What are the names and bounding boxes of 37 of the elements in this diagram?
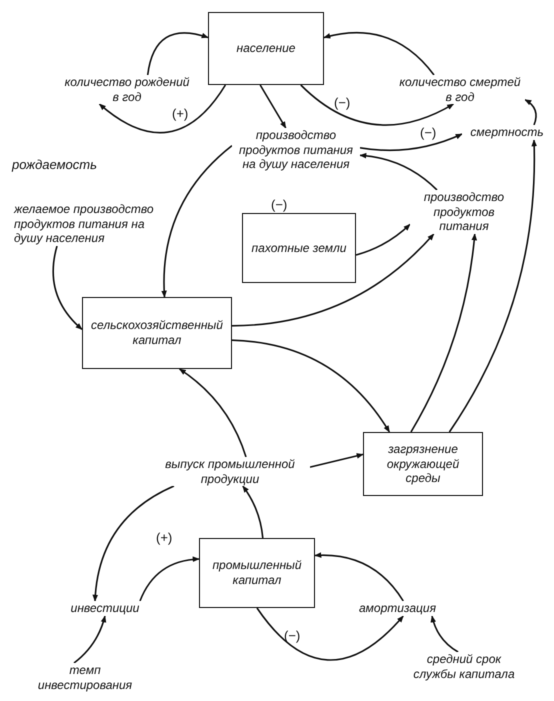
arrow: [178, 368, 247, 458]
arrow: [323, 32, 435, 76]
polarity-sign: (−): [271, 197, 288, 212]
arrow: [410, 233, 477, 432]
arrow: [524, 98, 537, 126]
variable-label: рождаемость: [12, 157, 97, 172]
arrow: [162, 144, 233, 298]
arrow: [256, 608, 404, 661]
arrow: [242, 485, 264, 538]
arrow: [300, 84, 454, 126]
arrow: [52, 246, 83, 330]
arrow: [74, 615, 106, 664]
arrow: [448, 139, 537, 432]
process-box: сельскохозяйственный капитал: [82, 297, 232, 369]
arrow: [146, 32, 209, 76]
polarity-sign: (−): [334, 95, 350, 110]
arrow: [92, 485, 174, 602]
variable-label: производство продуктов питания на душу населения: [232, 128, 360, 172]
process-box: загрязнение окружающей среды: [363, 432, 483, 496]
polarity-sign: (+): [156, 530, 172, 545]
polarity-sign: (−): [420, 125, 436, 140]
arrow: [356, 224, 411, 256]
arrow: [232, 339, 390, 433]
polarity-sign: (+): [172, 106, 188, 121]
arrow: [359, 153, 438, 191]
arrow: [139, 556, 200, 602]
arrow: [310, 453, 364, 468]
arrow: [98, 84, 226, 134]
process-box: промышленный капитал: [199, 538, 315, 608]
arrow: [430, 615, 459, 653]
arrow: [360, 133, 463, 152]
arrow: [260, 84, 286, 129]
arrow: [232, 233, 434, 327]
process-box: население: [208, 12, 324, 85]
process-box: пахотные земли: [242, 213, 356, 283]
arrow: [314, 552, 404, 602]
polarity-sign: (−): [284, 628, 300, 643]
